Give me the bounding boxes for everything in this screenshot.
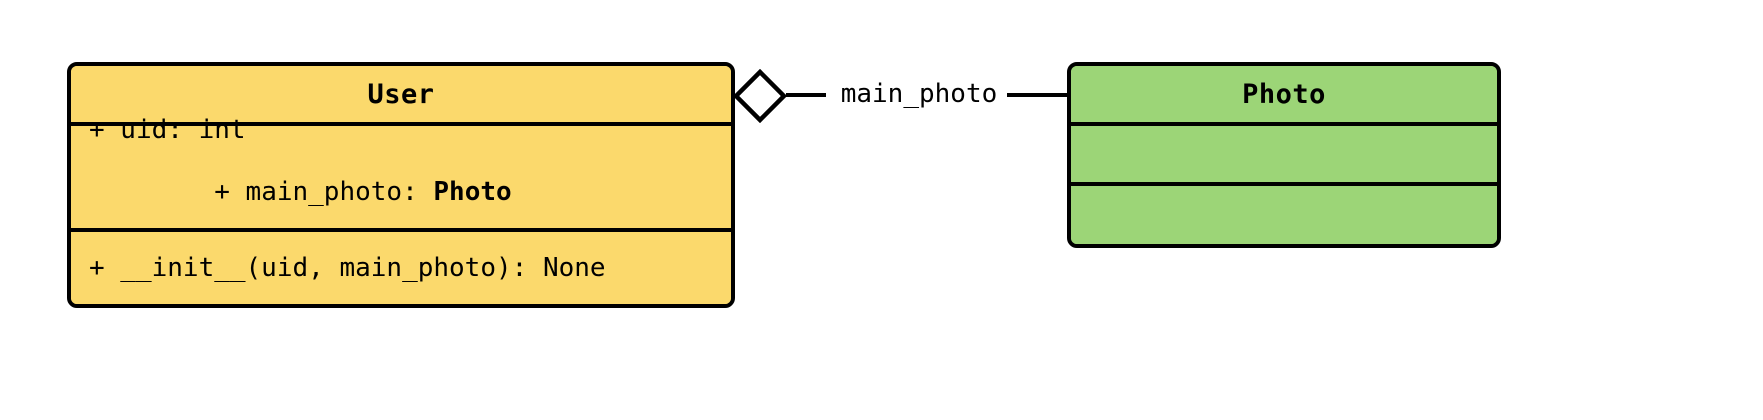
uml-class-user-methods: + __init__(uid, main_photo): None — [71, 228, 731, 304]
uml-class-user-attributes: + uid: int + main_photo: Photo — [71, 115, 731, 228]
association-line-right — [1007, 93, 1069, 97]
uml-class-user-title-text: User — [367, 78, 435, 110]
aggregation-diamond-icon — [733, 69, 787, 123]
uml-attribute-main-photo-type: Photo — [433, 177, 512, 207]
uml-attribute-main-photo-name: + main_photo: — [214, 177, 434, 207]
uml-class-photo-methods — [1071, 182, 1497, 244]
uml-class-photo-title: Photo — [1071, 66, 1497, 122]
uml-attribute-uid: + uid: int — [89, 115, 246, 145]
uml-class-photo-attributes — [1071, 122, 1497, 182]
uml-class-user[interactable]: User + uid: int + main_photo: Photo + __… — [67, 62, 735, 308]
association-line-left — [786, 93, 830, 97]
uml-attribute-main-photo: + main_photo: Photo — [89, 146, 713, 239]
uml-method-init: + __init__(uid, main_photo): None — [89, 252, 606, 283]
uml-class-user-title: User — [71, 66, 731, 122]
association-label-main-photo: main_photo — [826, 79, 1012, 109]
uml-class-photo[interactable]: Photo — [1067, 62, 1501, 248]
uml-class-photo-title-text: Photo — [1242, 78, 1326, 110]
